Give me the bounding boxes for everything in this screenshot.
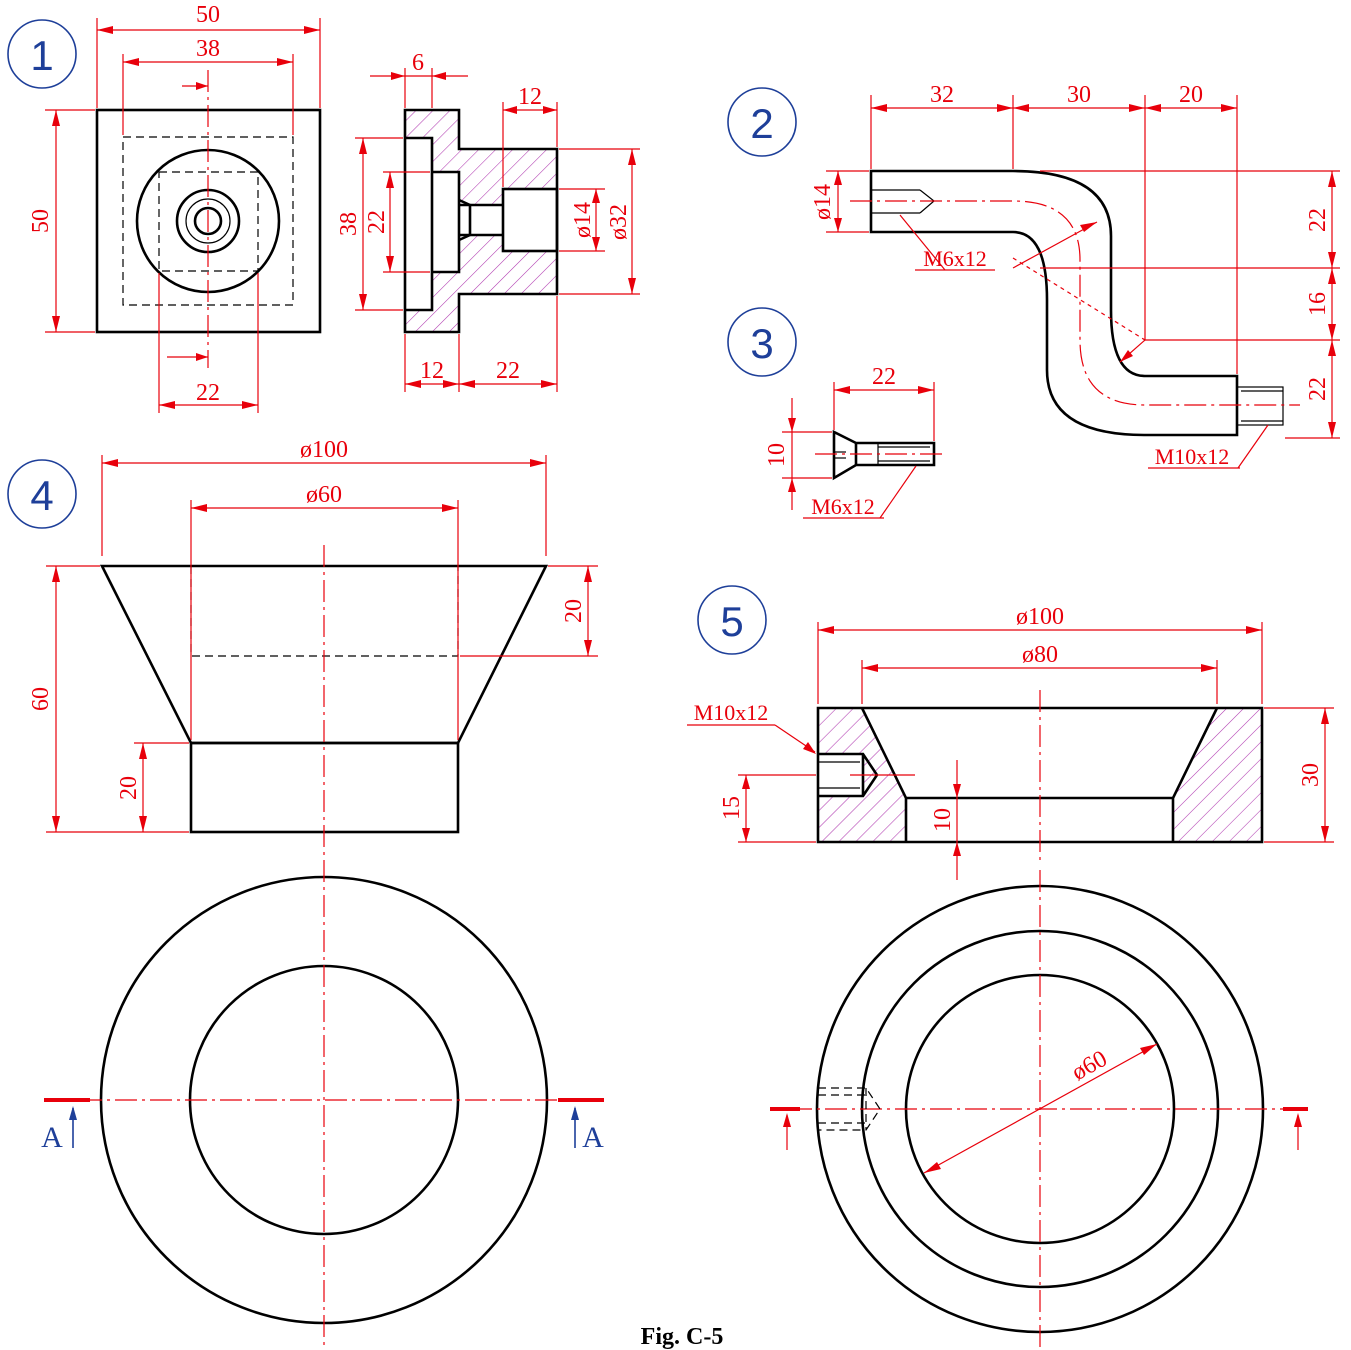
ring-outline xyxy=(816,706,1264,844)
dim-d14: ø14 xyxy=(570,202,596,238)
thread-label-left: M6x12 xyxy=(923,246,987,271)
dim-20: 20 xyxy=(1179,82,1203,108)
part-number-circle xyxy=(7,459,77,529)
dim-d60: ø60 xyxy=(306,482,342,508)
dim-12-bottom: 12 xyxy=(420,358,444,384)
dim-30: 30 xyxy=(1298,763,1324,787)
dim-20-top: 20 xyxy=(561,599,587,623)
thread-circle xyxy=(185,198,231,244)
part-number: 3 xyxy=(750,320,773,367)
dim-38-side: 38 xyxy=(336,212,362,236)
dim-6: 6 xyxy=(412,50,424,76)
dim-d100: ø100 xyxy=(1016,604,1064,630)
hidden-square-inner xyxy=(158,171,259,272)
dim-d100: ø100 xyxy=(300,437,348,463)
part-number-circle xyxy=(697,585,767,655)
part-number: 5 xyxy=(720,598,743,645)
section-hatch-right xyxy=(1173,708,1262,842)
dim-38: 38 xyxy=(196,36,220,62)
dim-d80: ø80 xyxy=(1022,642,1058,668)
hole-circle xyxy=(193,206,223,236)
dim-32: 32 xyxy=(930,82,954,108)
dim-22-side: 22 xyxy=(364,210,390,234)
section-outline xyxy=(403,108,559,334)
dim-d32: ø32 xyxy=(606,204,632,240)
part-3: 3 22 10 M6x12 xyxy=(727,307,945,519)
dim-15: 15 xyxy=(719,796,745,820)
hidden-square xyxy=(122,136,294,306)
part-number-circle xyxy=(727,87,797,157)
part-number: 1 xyxy=(30,32,53,79)
section-label-left: A xyxy=(41,1121,63,1154)
dim-22-b: 22 xyxy=(1305,377,1331,401)
section-label-right: A xyxy=(582,1121,604,1154)
part-number-circle xyxy=(7,19,77,89)
dim-22-a: 22 xyxy=(1305,208,1331,232)
dim-10: 10 xyxy=(930,808,956,832)
dim-22-bottom: 22 xyxy=(196,380,220,406)
dim-d60: ø60 xyxy=(1068,1046,1112,1086)
dim-22: 22 xyxy=(872,364,896,390)
dim-10: 10 xyxy=(764,443,790,467)
thread-label: M6x12 xyxy=(811,494,875,519)
part-4: 4 ø100 ø60 60 20 20 A A xyxy=(7,437,604,1350)
part-number: 4 xyxy=(30,472,53,519)
dim-16: 16 xyxy=(1305,292,1331,316)
dim-50-side: 50 xyxy=(28,209,54,233)
dim-50-top: 50 xyxy=(196,2,220,28)
dim-20-neck: 20 xyxy=(116,776,142,800)
part-1: 1 50 38 50 22 xyxy=(7,2,640,413)
dim-30: 30 xyxy=(1067,82,1091,108)
dim-22-bottom-b: 22 xyxy=(496,358,520,384)
bent-rod xyxy=(869,169,1239,437)
dim-12-top: 12 xyxy=(518,84,542,110)
part-5: 5 ø100 ø80 30 15 10 M10x12 xyxy=(687,585,1334,1350)
part-2: 2 32 30 20 ø14 22 16 22 M6x12 M10x12 xyxy=(727,82,1340,469)
dim-d14-rod: ø14 xyxy=(810,184,836,220)
figure-caption: Fig. C-5 xyxy=(641,1324,724,1350)
part-number-circle xyxy=(727,307,797,377)
part-number: 2 xyxy=(750,100,773,147)
dim-60: 60 xyxy=(28,687,54,711)
thread-label-right: M10x12 xyxy=(1155,444,1230,469)
thread-label: M10x12 xyxy=(694,700,769,725)
screw xyxy=(832,429,936,481)
